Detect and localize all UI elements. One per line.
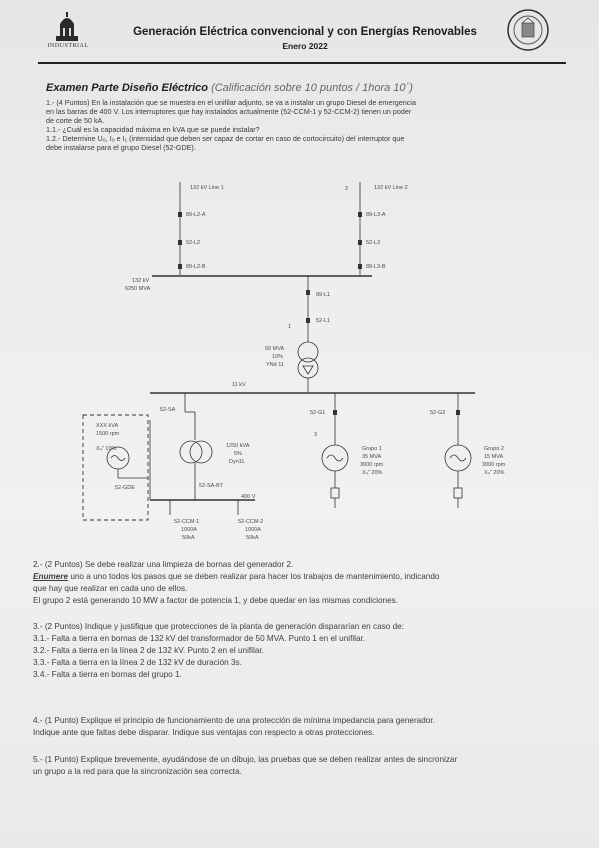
g1-name: Grupo 1 [362,446,382,452]
exam-title: Examen Parte Diseño Eléctrico (Calificac… [46,82,413,94]
g1-mva: 35 MVA [362,454,381,460]
point-1-marker: 1 [288,324,291,330]
exam-title-main: Examen Parte Diseño Eléctrico [46,82,209,94]
g2-name: Grupo 2 [484,446,504,452]
ccm1-name: 52-CCM-1 [174,519,199,525]
breaker-52G2: 52-G2 [430,410,445,416]
university-logo: INDUSTRIAL [38,10,96,56]
q2-line-2: Enumere uno a uno todos los pasos que se… [33,572,439,582]
q1-line-2: en las barras de 400 V. Los interruptore… [46,107,412,116]
exam-date: Enero 2022 [282,41,328,51]
q1-line-1: 1.- (4 Puntos) En la instalación que se … [46,98,416,107]
g2-mva: 15 MVA [484,454,503,460]
q1-line-6: debe instalarse para el grupo Diesel (52… [46,143,196,152]
logo-text: INDUSTRIAL [47,43,89,49]
line1-label: 132 kV Line 1 [190,185,224,191]
bus-11-label: 11 kV [232,382,246,388]
q3-line-2: 3.1.- Falta a tierra en bornas de 132 kV… [33,634,366,643]
aux-transformer-kva: 1250 kVA [226,443,250,449]
aux-transformer-z: 5% [234,451,242,457]
g2-reactance: X₄" 20% [484,470,505,476]
aux-transformer-vector: Dyn11 [229,459,245,465]
q5-line-2: un grupo a la red para que la sincroniza… [33,767,242,776]
switch-89L2A: 89-L2-A [186,212,206,218]
point-3-marker: 3 [314,432,317,438]
ccm1-rating: 1000A [181,527,197,533]
point-2-marker: 2 [345,186,348,192]
g1-reactance: X₄" 20% [362,470,383,476]
transformer-mva: 50 MVA [265,346,284,352]
diesel-reactance: X₄" 10% [96,446,117,452]
q1-line-4: 1.1.- ¿Cuál es la capacidad máxima en kV… [46,125,260,134]
switch-89L2B: 89-L2-B [186,264,206,270]
q3-line-4: 3.3.- Falta a tierra en la línea 2 de 13… [33,658,242,667]
header-rule [38,62,566,64]
q2-line-3: que hay que realizar en cada uno de ello… [33,584,188,593]
bus-132-mva: 6250 MVA [125,286,151,292]
bus-132-label: 132 kV [132,278,149,284]
g2-rpm: 3000 rpm [482,462,506,468]
q4-line-1: 4.- (1 Punto) Explique el principio de f… [33,716,435,725]
q1-line-5: 1.2.- Determine U₀, I₀ e I₁ (intensidad … [46,134,405,143]
q3-line-5: 3.4.- Falta a tierra en bornas del grupo… [33,670,182,679]
switch-89L3B: 89-L3-B [366,264,386,270]
breaker-52L1: 52-L1 [316,318,330,324]
transformer-impedance: 10% [272,354,283,360]
g1-rpm: 3000 rpm [360,462,384,468]
ccm2-breaking: 50kA [246,535,259,541]
q3-line-3: 3.2.- Falta a tierra en la línea 2 de 13… [33,646,264,655]
q2-line-1: 2.- (2 Puntos) Se debe realizar una limp… [33,560,294,569]
breaker-52L3: 52-L3 [366,240,380,246]
diesel-rpm: 1500 rpm [96,431,120,437]
q2-enumere: Enumere [33,572,69,581]
q1-line-3: de corte de 50 kA. [46,116,105,125]
switch-89L3A: 89-L3-A [366,212,386,218]
course-title: Generación Eléctrica convencional y con … [133,26,477,38]
ccm2-name: 52-CCM-2 [238,519,263,525]
line2-label: 132 kV Line 2 [374,185,408,191]
q5-line-1: 5.- (1 Punto) Explique brevemente, ayudá… [33,755,458,764]
breaker-52L2: 52-L2 [186,240,200,246]
transformer-vector: YNd 11 [266,362,284,368]
q2-line-4: El grupo 2 está generando 10 MW a factor… [33,596,399,605]
q3-line-1: 3.- (2 Puntos) Indique y justifique que … [33,622,404,631]
university-seal [506,8,550,52]
breaker-52SA: 52-SA [160,407,176,413]
diesel-kva: XXX kVA [96,423,119,429]
breaker-52SABT: 52-SA-BT [199,483,224,489]
breaker-52GDE: 52-GDE [115,485,135,491]
breaker-52G1: 52-G1 [310,410,325,416]
q4-line-2: Indique ante que faltas debe disparar. I… [33,728,375,737]
ccm1-breaking: 50kA [182,535,195,541]
switch-89L1: 89-L1 [316,292,330,298]
q2-line-2-rest: uno a uno todos los pasos que se deben r… [68,572,440,581]
bus-400-label: 400 V [241,494,256,500]
exam-title-sub: (Calificación sobre 10 puntos / 1hora 10… [211,82,413,94]
ccm2-rating: 1000A [245,527,261,533]
